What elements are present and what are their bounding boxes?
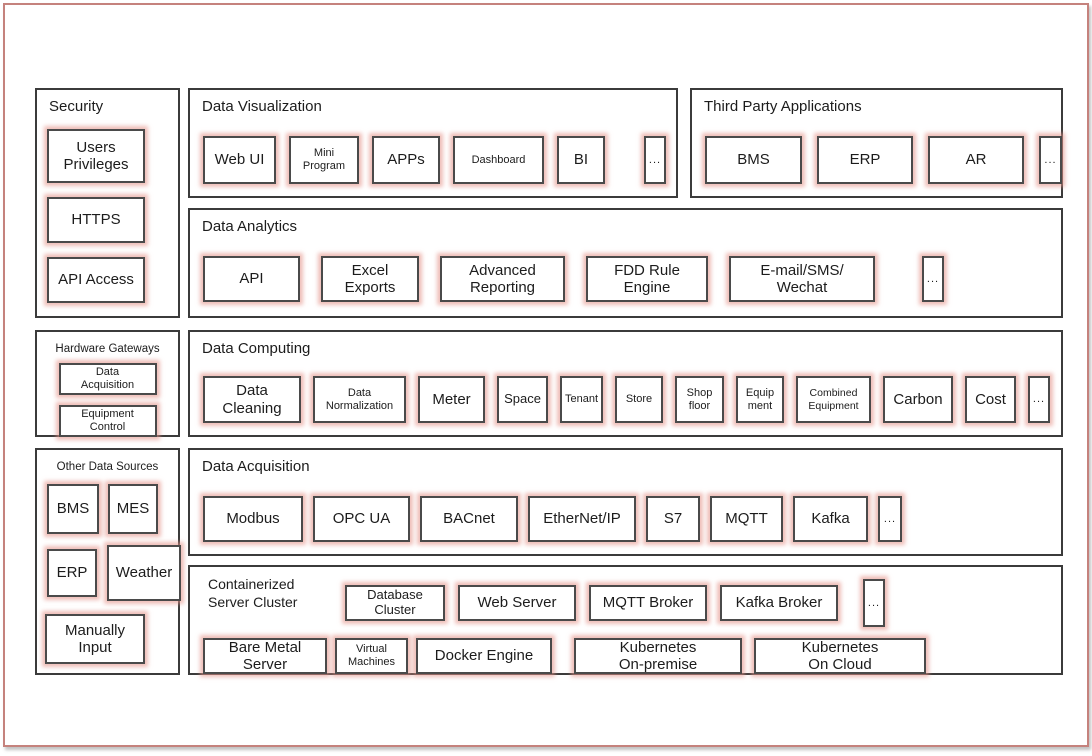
box-bms-source: BMS [47, 484, 99, 534]
box-kafka: Kafka [793, 496, 868, 542]
box-data-visualization-more: ... [644, 136, 666, 184]
section-title-hardware-gateways: Hardware Gateways [55, 343, 160, 355]
box-api: API [203, 256, 300, 302]
box-manually-input: Manually Input [45, 614, 145, 664]
security-box-column: Users Privileges HTTPS API Access [47, 129, 178, 303]
third-party-row: BMS ERP AR ... [705, 136, 1062, 184]
box-virtual-machines: Virtual Machines [335, 638, 408, 674]
box-weather-source: Weather [107, 545, 181, 601]
box-gw-data-acquisition: Data Acquisition [58, 363, 157, 395]
box-store: Store [615, 376, 663, 423]
box-mes-source: MES [108, 484, 158, 534]
box-kubernetes-on-premise: Kubernetes On-premise [574, 638, 742, 674]
section-data-acquisition: Data Acquisition Modbus OPC UA BACnet Et… [188, 448, 1063, 556]
box-web-server: Web Server [458, 585, 576, 621]
box-bacnet: BACnet [420, 496, 518, 542]
section-title-containerized-server-cluster: Containerized Server Cluster [208, 576, 298, 610]
box-kafka-broker: Kafka Broker [720, 585, 838, 621]
box-carbon: Carbon [883, 376, 953, 423]
data-analytics-row: API Excel Exports Advanced Reporting FDD… [203, 256, 1061, 302]
box-shop-floor: Shop floor [675, 376, 724, 423]
box-mini-program: Mini Program [289, 136, 359, 184]
box-modbus: Modbus [203, 496, 303, 542]
box-ethernet-ip: EtherNet/IP [528, 496, 636, 542]
box-combined-equipment: Combined Equipment [796, 376, 871, 423]
box-kubernetes-on-cloud: Kubernetes On Cloud [754, 638, 926, 674]
box-docker-engine: Docker Engine [416, 638, 552, 674]
section-other-data-sources: Other Data Sources BMS MES ERP Weather M… [35, 448, 181, 675]
section-data-visualization: Data Visualization Web UI Mini Program A… [188, 88, 678, 198]
box-meter: Meter [418, 376, 485, 423]
section-title-data-computing: Data Computing [202, 340, 311, 357]
box-email-sms-wechat: E-mail/SMS/ Wechat [729, 256, 875, 302]
box-third-party-more: ... [1039, 136, 1062, 184]
box-bare-metal-server: Bare Metal Server [203, 638, 327, 674]
box-s7: S7 [646, 496, 700, 542]
box-data-normalization: Data Normalization [313, 376, 406, 423]
box-web-ui: Web UI [203, 136, 276, 184]
section-title-data-visualization: Data Visualization [202, 98, 322, 115]
section-title-security: Security [49, 98, 104, 115]
box-erp-source: ERP [47, 549, 97, 597]
box-apps: APPs [372, 136, 440, 184]
containerized-row-2: Bare Metal Server Virtual Machines Docke… [203, 638, 1061, 674]
section-title-data-acquisition: Data Acquisition [202, 458, 310, 475]
box-cost: Cost [965, 376, 1016, 423]
data-computing-row: Data Cleaning Data Normalization Meter S… [203, 376, 1061, 423]
section-data-analytics: Data Analytics API Excel Exports Advance… [188, 208, 1063, 318]
box-mqtt: MQTT [710, 496, 783, 542]
section-title-data-analytics: Data Analytics [202, 218, 298, 235]
box-data-acquisition-more: ... [878, 496, 902, 542]
box-excel-exports: Excel Exports [321, 256, 419, 302]
box-mqtt-broker: MQTT Broker [589, 585, 707, 621]
hardware-gateways-column: Data Acquisition Equipment Control [58, 363, 157, 437]
box-https: HTTPS [47, 197, 145, 243]
box-dashboard: Dashboard [453, 136, 544, 184]
section-title-other-data-sources: Other Data Sources [56, 461, 159, 473]
box-database-cluster: Database Cluster [345, 585, 445, 621]
box-data-cleaning: Data Cleaning [203, 376, 301, 423]
box-erp-app: ERP [817, 136, 913, 184]
box-ar-app: AR [928, 136, 1024, 184]
containerized-row-1: Database Cluster Web Server MQTT Broker … [345, 579, 1061, 627]
section-security: Security Users Privileges HTTPS API Acce… [35, 88, 180, 318]
box-bi: BI [557, 136, 605, 184]
box-gw-equipment-control: Equipment Control [58, 405, 157, 437]
section-data-computing: Data Computing Data Cleaning Data Normal… [188, 330, 1063, 437]
section-containerized-server-cluster: Containerized Server Cluster Database Cl… [188, 565, 1063, 675]
box-equipment: Equip ment [736, 376, 784, 423]
box-bms-app: BMS [705, 136, 802, 184]
section-third-party-applications: Third Party Applications BMS ERP AR ... [690, 88, 1063, 198]
other-sources-row-2: ERP Weather [47, 545, 181, 601]
box-data-computing-more: ... [1028, 376, 1050, 423]
box-space: Space [497, 376, 548, 423]
other-sources-row-1: BMS MES [47, 484, 178, 534]
data-acquisition-row: Modbus OPC UA BACnet EtherNet/IP S7 MQTT… [203, 496, 1061, 542]
box-fdd-rule-engine: FDD Rule Engine [586, 256, 708, 302]
box-tenant: Tenant [560, 376, 603, 423]
section-hardware-gateways: Hardware Gateways Data Acquisition Equip… [35, 330, 180, 437]
box-containerized-more: ... [863, 579, 885, 627]
box-advanced-reporting: Advanced Reporting [440, 256, 565, 302]
data-visualization-row: Web UI Mini Program APPs Dashboard BI ..… [203, 136, 666, 184]
section-title-third-party-applications: Third Party Applications [704, 98, 862, 115]
box-opc-ua: OPC UA [313, 496, 410, 542]
other-sources-row-3: Manually Input [45, 614, 178, 664]
box-users-privileges: Users Privileges [47, 129, 145, 183]
box-data-analytics-more: ... [922, 256, 944, 302]
box-api-access: API Access [47, 257, 145, 303]
